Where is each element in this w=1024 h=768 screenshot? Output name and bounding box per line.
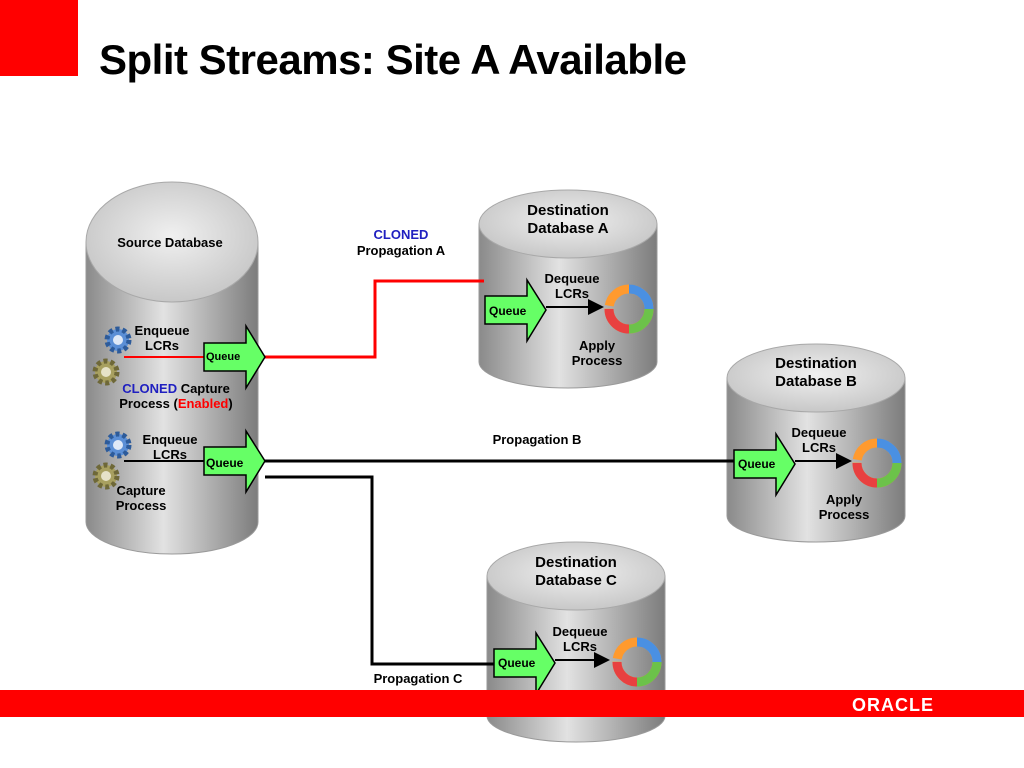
capture-word: Capture [177, 381, 230, 396]
gear-icon [92, 358, 120, 386]
enabled-word: Enabled [177, 396, 229, 411]
destination-c-title: Destination Database C [535, 554, 617, 589]
apply-cycle-icon [612, 637, 662, 687]
dest-a-queue-arrow [484, 277, 547, 344]
propagation-a-line [265, 279, 484, 359]
destination-a-title: Destination Database A [527, 202, 609, 237]
destination-b-title: Destination Database B [775, 355, 857, 390]
dest-b-queue-arrow [733, 431, 796, 498]
dest-b-dequeue-label: Dequeue LCRs [791, 425, 847, 455]
dest-a-dequeue-label: Dequeue LCRs [544, 271, 600, 301]
dest-c-dequeue-label: Dequeue LCRs [552, 624, 608, 654]
gear-icon [92, 462, 120, 490]
source-database-cylinder [85, 181, 259, 555]
footer-red-bar [0, 690, 1024, 717]
source-queue-2-label: Queue [206, 456, 244, 470]
dest-b-queue-label: Queue [738, 457, 776, 471]
apply-cycle-icon [604, 284, 654, 334]
propagation-c-label: Propagation C [373, 671, 463, 686]
propagation-c-line [265, 475, 494, 666]
dest-c-queue-label: Queue [498, 656, 536, 670]
source-database-label: Source Database [117, 235, 223, 250]
source-queue-arrow-2 [203, 428, 266, 495]
process-suffix: ) [228, 396, 233, 411]
brand-red-block [0, 0, 78, 76]
source-queue-arrow-1 [203, 323, 266, 391]
dest-a-apply-label: Apply Process [571, 338, 623, 368]
gear-icon [104, 326, 132, 354]
propagation-a-label: Propagation A [356, 243, 446, 258]
enqueue-lcrs-label: Enqueue LCRs [134, 323, 190, 353]
cloned-word: CLONED [122, 381, 178, 396]
gear-icon [104, 431, 132, 459]
slide-title: Split Streams: Site A Available [99, 36, 687, 83]
dest-b-apply-label: Apply Process [818, 492, 870, 522]
dest-a-queue-label: Queue [489, 304, 527, 318]
propagation-a-cloned-label: CLONED [373, 227, 429, 242]
oracle-logo: ORACLE [852, 695, 934, 715]
propagation-b-label: Propagation B [492, 432, 582, 447]
capture-process-label: Capture Process [115, 483, 167, 513]
enqueue-lcrs-label-2: Enqueue LCRs [142, 432, 198, 462]
process-prefix: Process ( [119, 396, 178, 411]
dest-c-queue-arrow [493, 630, 556, 697]
source-queue-1-label: Queue [206, 351, 241, 363]
apply-cycle-icon [852, 438, 902, 488]
